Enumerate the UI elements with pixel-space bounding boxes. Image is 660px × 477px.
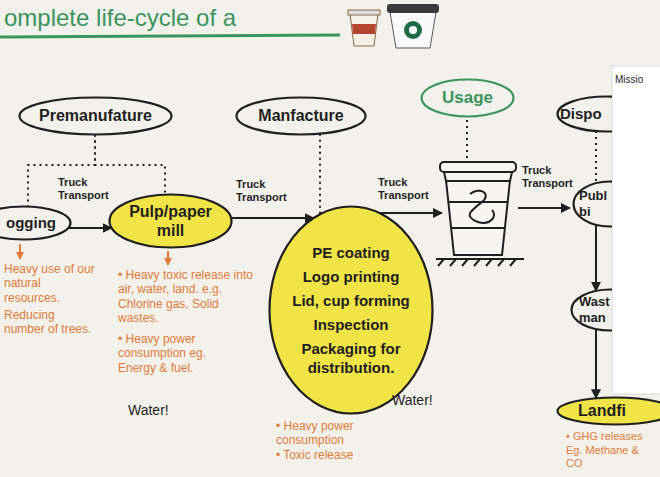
impact-note: Water! [128, 402, 169, 419]
ellipse-border [574, 182, 613, 227]
stage-ellipse: Usage [420, 78, 515, 118]
dotted-connector [319, 134, 321, 215]
paper-cup-icon [348, 10, 380, 46]
transport-arrow [518, 207, 570, 209]
ellipse-border [270, 207, 433, 414]
node-label: Logo printing [268, 267, 434, 286]
shape-clip [108, 193, 233, 249]
impact-note: Eg. Methane & CO [566, 444, 658, 470]
ellipse-border [558, 97, 613, 132]
ellipse-outline [108, 193, 233, 249]
node-label: Usage [442, 88, 493, 108]
node-label: Dispo [560, 105, 602, 123]
node-label: Premanufature [39, 106, 152, 125]
node-text-group: Premanufature [39, 106, 152, 125]
node-text-group: PE coatingLogo printingLid, cup formingI… [268, 243, 434, 377]
transport-label: Truck Transport [58, 176, 116, 202]
arrow-connector [595, 329, 597, 398]
stage-ellipse: Premanufature [18, 96, 173, 136]
transport-label: Truck Transport [378, 176, 436, 202]
ellipse-border [20, 98, 172, 135]
ellipse-border [572, 290, 613, 331]
note-arrow [19, 244, 21, 259]
node-text-group: Wast man [570, 294, 610, 325]
node-text-group: Manfacture [258, 106, 343, 125]
note-arrow [167, 251, 169, 265]
impact-note: • Heavy power consumption eg. Energy & f… [118, 332, 240, 375]
node-text-group: Pulp/paper mill [121, 202, 221, 240]
node-text-group: ogging [0, 214, 56, 232]
impact-note: • Heavy power consumption [276, 419, 394, 448]
node-label: Lid, cup forming [268, 291, 434, 310]
impact-note: • Toxic release [276, 448, 394, 462]
stage-ellipse: Dispo [556, 95, 612, 133]
diagram-title: omplete life-cycle of a [4, 4, 236, 32]
impact-note: Water! [392, 392, 433, 409]
ellipse-outline [572, 180, 612, 228]
shape-clip [268, 205, 434, 415]
process-ellipse: ogging [0, 205, 72, 241]
node-label: Pulp/paper mill [121, 202, 221, 240]
ellipse-border [110, 195, 232, 248]
ellipse-border [422, 80, 514, 117]
impact-note: • Heavy toxic release into air, water, l… [118, 268, 260, 326]
process-ellipse: Publ bi [572, 180, 612, 228]
node-label: Manfacture [258, 106, 343, 125]
shape-clip [572, 180, 612, 228]
ellipse-border [237, 98, 366, 135]
impact-note: • GHG releases [566, 430, 658, 443]
node-label: Landfi [578, 401, 626, 420]
process-ellipse: Pulp/paper mill [108, 193, 233, 249]
process-ellipse: Landfi [556, 396, 660, 426]
node-text-group: Publ bi [572, 188, 607, 219]
arrow-connector [595, 225, 597, 291]
node-label: Wast man [579, 294, 610, 325]
transport-arrow [378, 212, 442, 214]
ellipse-border [0, 207, 71, 240]
coffee-cup-drawing [436, 162, 524, 266]
transport-label: Truck Transport [236, 178, 294, 204]
node-label: PE coating [268, 243, 434, 262]
ellipse-border [558, 398, 660, 425]
stage-ellipse: Manfacture [235, 96, 367, 136]
dotted-leader [466, 120, 468, 158]
arrow-connector [231, 217, 314, 219]
paper-sheet [612, 66, 660, 394]
node-text-group: Dispo [556, 105, 602, 123]
starbucks-cup-icon [387, 4, 439, 48]
dotted-connector [595, 131, 597, 183]
title-underline [0, 35, 340, 37]
node-text-group: Usage [442, 88, 493, 108]
process-ellipse: PE coatingLogo printingLid, cup formingI… [268, 205, 434, 415]
ellipse-outline [268, 205, 434, 415]
process-ellipse: Wast man [570, 288, 612, 332]
paper-note: Missio [615, 74, 643, 86]
node-label: Packaging for distribution. [268, 339, 434, 377]
impact-note: Reducing number of trees. [4, 308, 96, 337]
transport-label: Truck Transport [522, 164, 580, 190]
node-label: Inspection [268, 315, 434, 334]
node-label: Publ bi [579, 188, 607, 219]
node-label: ogging [6, 214, 56, 232]
impact-note: Heavy use of our natural resources. [4, 262, 96, 305]
dotted-connector [95, 135, 165, 195]
node-text-group: Landfi [556, 401, 626, 420]
arrow-connector [68, 227, 111, 229]
